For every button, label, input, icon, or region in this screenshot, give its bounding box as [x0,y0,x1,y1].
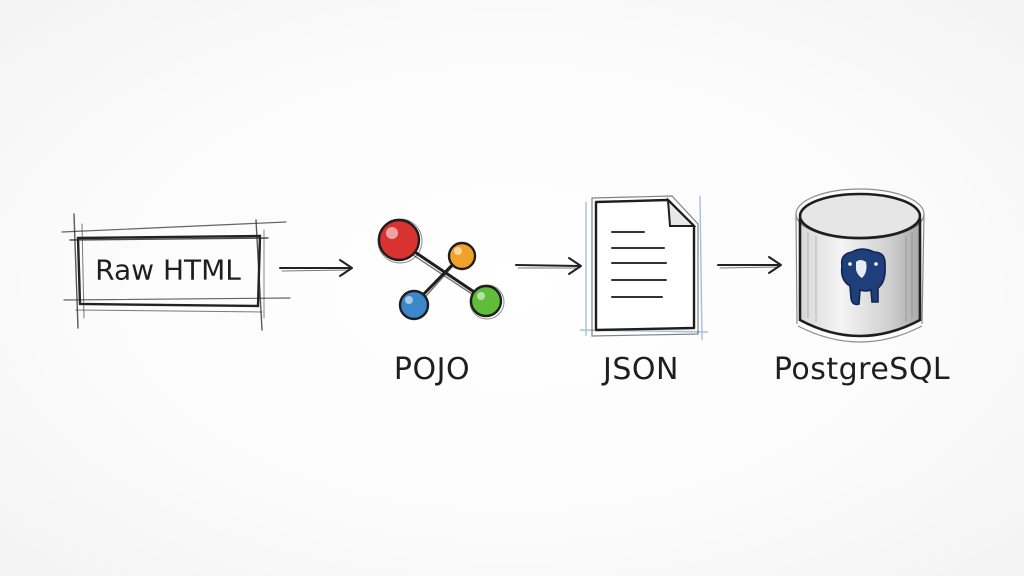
postgresql-label: PostgreSQL [773,352,951,387]
postgresql-elephant-icon [840,248,886,306]
json-label: JSON [603,352,679,387]
raw-html-label: Raw HTML [95,253,241,287]
edge-json-to-postgresql [717,256,782,274]
edge-pojo-to-json [515,257,582,275]
edge-raw-html-to-pojo [279,259,353,277]
pojo-label: POJO [393,352,471,387]
